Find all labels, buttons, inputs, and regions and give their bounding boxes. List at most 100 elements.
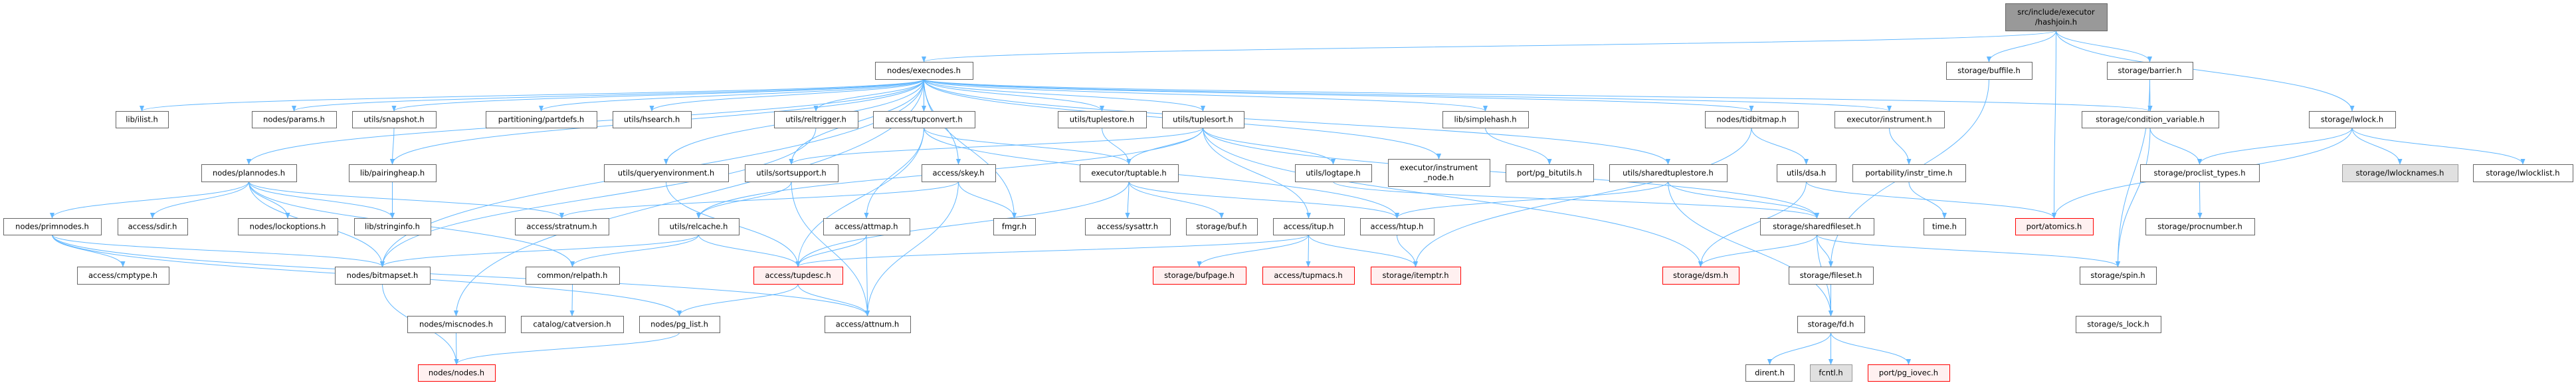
node-simplehash[interactable]: lib/simplehash.h: [1442, 111, 1529, 128]
node-box: [2473, 164, 2573, 182]
node-fileset[interactable]: storage/fileset.h: [1789, 267, 1874, 285]
node-execnodes[interactable]: nodes/execnodes.h: [875, 62, 973, 80]
node-itemptr[interactable]: storage/itemptr.h: [1371, 267, 1461, 285]
node-box: [1080, 164, 1179, 182]
node-box: [526, 267, 620, 285]
node-lwlock[interactable]: storage/lwlock.h: [2309, 111, 2396, 128]
node-htup[interactable]: access/htup.h: [1360, 218, 1435, 235]
node-stratnum[interactable]: access/stratnum.h: [515, 218, 609, 235]
edge-relcache-to-tupdesc: [698, 234, 801, 267]
node-attmap[interactable]: access/attmap.h: [823, 218, 910, 235]
node-bufpage[interactable]: storage/bufpage.h: [1153, 267, 1246, 285]
node-box: [1085, 218, 1171, 235]
edge-tuptable-to-sysattr: [1125, 181, 1130, 219]
node-bitmapset[interactable]: nodes/bitmapset.h: [335, 267, 431, 285]
node-pairingheap[interactable]: lib/pairingheap.h: [349, 164, 437, 182]
node-partdefs[interactable]: partitioning/partdefs.h: [486, 111, 597, 128]
node-logtape[interactable]: utils/logtape.h: [1295, 164, 1372, 182]
edge-tuplesort-to-dsm: [1203, 127, 1704, 267]
edge-lwlock-to-lwlocklist: [2351, 127, 2526, 165]
node-itup[interactable]: access/itup.h: [1273, 218, 1345, 235]
node-box: [993, 218, 1036, 235]
node-time[interactable]: time.h: [1924, 218, 1966, 235]
node-buffile[interactable]: storage/buffile.h: [1946, 62, 2032, 80]
node-tupdesc[interactable]: access/tupdesc.h: [753, 267, 843, 285]
edge-plannodes-to-sdir: [149, 181, 249, 219]
node-label: portability/instr_time.h: [1865, 168, 1952, 178]
node-dsa[interactable]: utils/dsa.h: [1777, 164, 1836, 182]
node-label: access/tupmacs.h: [1274, 271, 1342, 280]
node-nodes[interactable]: nodes/nodes.h: [418, 364, 496, 382]
node-tuplestore[interactable]: utils/tuplestore.h: [1058, 111, 1147, 128]
node-pglist[interactable]: nodes/pg_list.h: [639, 316, 720, 333]
node-sharedfileset[interactable]: storage/sharedfileset.h: [1760, 218, 1874, 235]
edge-sharedfileset-to-dsm: [1698, 234, 1817, 267]
edge-hashjoin-to-buffile: [1986, 30, 2056, 63]
node-dsm[interactable]: storage/dsm.h: [1662, 267, 1739, 285]
node-miscnodes[interactable]: nodes/miscnodes.h: [407, 316, 506, 333]
edge-relpath-to-catversion: [569, 283, 575, 317]
node-sysattr[interactable]: access/sysattr.h: [1085, 218, 1171, 235]
node-hashjoin[interactable]: src/include/executor/hashjoin.h: [2005, 3, 2108, 31]
node-label: dirent.h: [1755, 368, 1785, 378]
node-condvar[interactable]: storage/condition_variable.h: [2082, 111, 2219, 128]
node-skey[interactable]: access/skey.h: [922, 164, 996, 182]
node-tupmacs[interactable]: access/tupmacs.h: [1262, 267, 1355, 285]
node-dirent[interactable]: dirent.h: [1745, 364, 1795, 382]
node-plannodes[interactable]: nodes/plannodes.h: [201, 164, 297, 182]
node-label: access/tupdesc.h: [765, 271, 831, 280]
edge-pglist-to-nodes: [454, 332, 680, 365]
node-box: [349, 164, 437, 182]
node-slock[interactable]: storage/s_lock.h: [2076, 316, 2161, 333]
node-sharedts[interactable]: utils/sharedtuplestore.h: [1609, 164, 1728, 182]
node-instrnode[interactable]: executor/instrument_node.h: [1388, 159, 1490, 187]
node-tuptable[interactable]: executor/tuptable.h: [1080, 164, 1179, 182]
node-stringinfo[interactable]: lib/stringinfo.h: [354, 218, 431, 235]
node-label: utils/queryenvironment.h: [618, 168, 714, 178]
node-instrument[interactable]: executor/instrument.h: [1834, 111, 1945, 128]
node-sortsupport[interactable]: utils/sortsupport.h: [745, 164, 839, 182]
node-pgiovec[interactable]: port/pg_iovec.h: [1868, 364, 1950, 382]
node-label: storage/dsm.h: [1673, 271, 1728, 280]
node-instrtime[interactable]: portability/instr_time.h: [1852, 164, 1966, 182]
node-procnumber[interactable]: storage/procnumber.h: [2145, 218, 2255, 235]
node-label: utils/snapshot.h: [363, 115, 424, 124]
node-label: storage/sharedfileset.h: [1773, 222, 1861, 231]
node-relpath[interactable]: common/relpath.h: [526, 267, 620, 285]
node-box: [639, 316, 720, 333]
node-tupconvert[interactable]: access/tupconvert.h: [873, 111, 975, 128]
node-box: [1834, 111, 1945, 128]
node-box: [2145, 218, 2255, 235]
node-atomics[interactable]: port/atomics.h: [2015, 218, 2094, 235]
node-queryenv[interactable]: utils/queryenvironment.h: [604, 164, 729, 182]
node-pgbitutils[interactable]: port/pg_bitutils.h: [1506, 164, 1594, 182]
node-ilist[interactable]: lib/ilist.h: [116, 111, 169, 128]
node-label: executor/instrument: [1400, 163, 1478, 172]
node-fcntl[interactable]: fcntl.h: [1810, 364, 1852, 382]
node-box: [1777, 164, 1836, 182]
node-fd[interactable]: storage/fd.h: [1797, 316, 1865, 333]
node-tuplesort[interactable]: utils/tuplesort.h: [1162, 111, 1244, 128]
node-attnum[interactable]: access/attnum.h: [825, 316, 911, 333]
node-primnodes[interactable]: nodes/primnodes.h: [3, 218, 102, 235]
node-proclist[interactable]: storage/proclist_types.h: [2140, 164, 2260, 182]
node-lwlocknames[interactable]: storage/lwlocknames.h: [2342, 164, 2458, 182]
node-fmgr[interactable]: fmgr.h: [993, 218, 1036, 235]
node-cmptype[interactable]: access/cmptype.h: [77, 267, 169, 285]
node-params[interactable]: nodes/params.h: [252, 111, 337, 128]
edge-tuplesort-to-tuptable: [1126, 127, 1203, 165]
edge-execnodes-to-tidbitmap: [924, 78, 1754, 112]
node-lwlocklist[interactable]: storage/lwlocklist.h: [2473, 164, 2573, 182]
node-hsearch[interactable]: utils/hsearch.h: [613, 111, 692, 128]
node-lockoptions[interactable]: nodes/lockoptions.h: [238, 218, 338, 235]
node-barrier[interactable]: storage/barrier.h: [2107, 62, 2193, 80]
node-tidbitmap[interactable]: nodes/tidbitmap.h: [1705, 111, 1799, 128]
node-label: utils/sharedtuplestore.h: [1623, 168, 1714, 178]
node-reltrigger[interactable]: utils/reltrigger.h: [774, 111, 858, 128]
node-snapshot[interactable]: utils/snapshot.h: [352, 111, 437, 128]
node-sdir[interactable]: access/sdir.h: [118, 218, 188, 235]
node-relcache[interactable]: utils/relcache.h: [658, 218, 740, 235]
node-buf[interactable]: storage/buf.h: [1186, 218, 1258, 235]
node-spin[interactable]: storage/spin.h: [2080, 267, 2157, 285]
node-catversion[interactable]: catalog/catversion.h: [521, 316, 624, 333]
